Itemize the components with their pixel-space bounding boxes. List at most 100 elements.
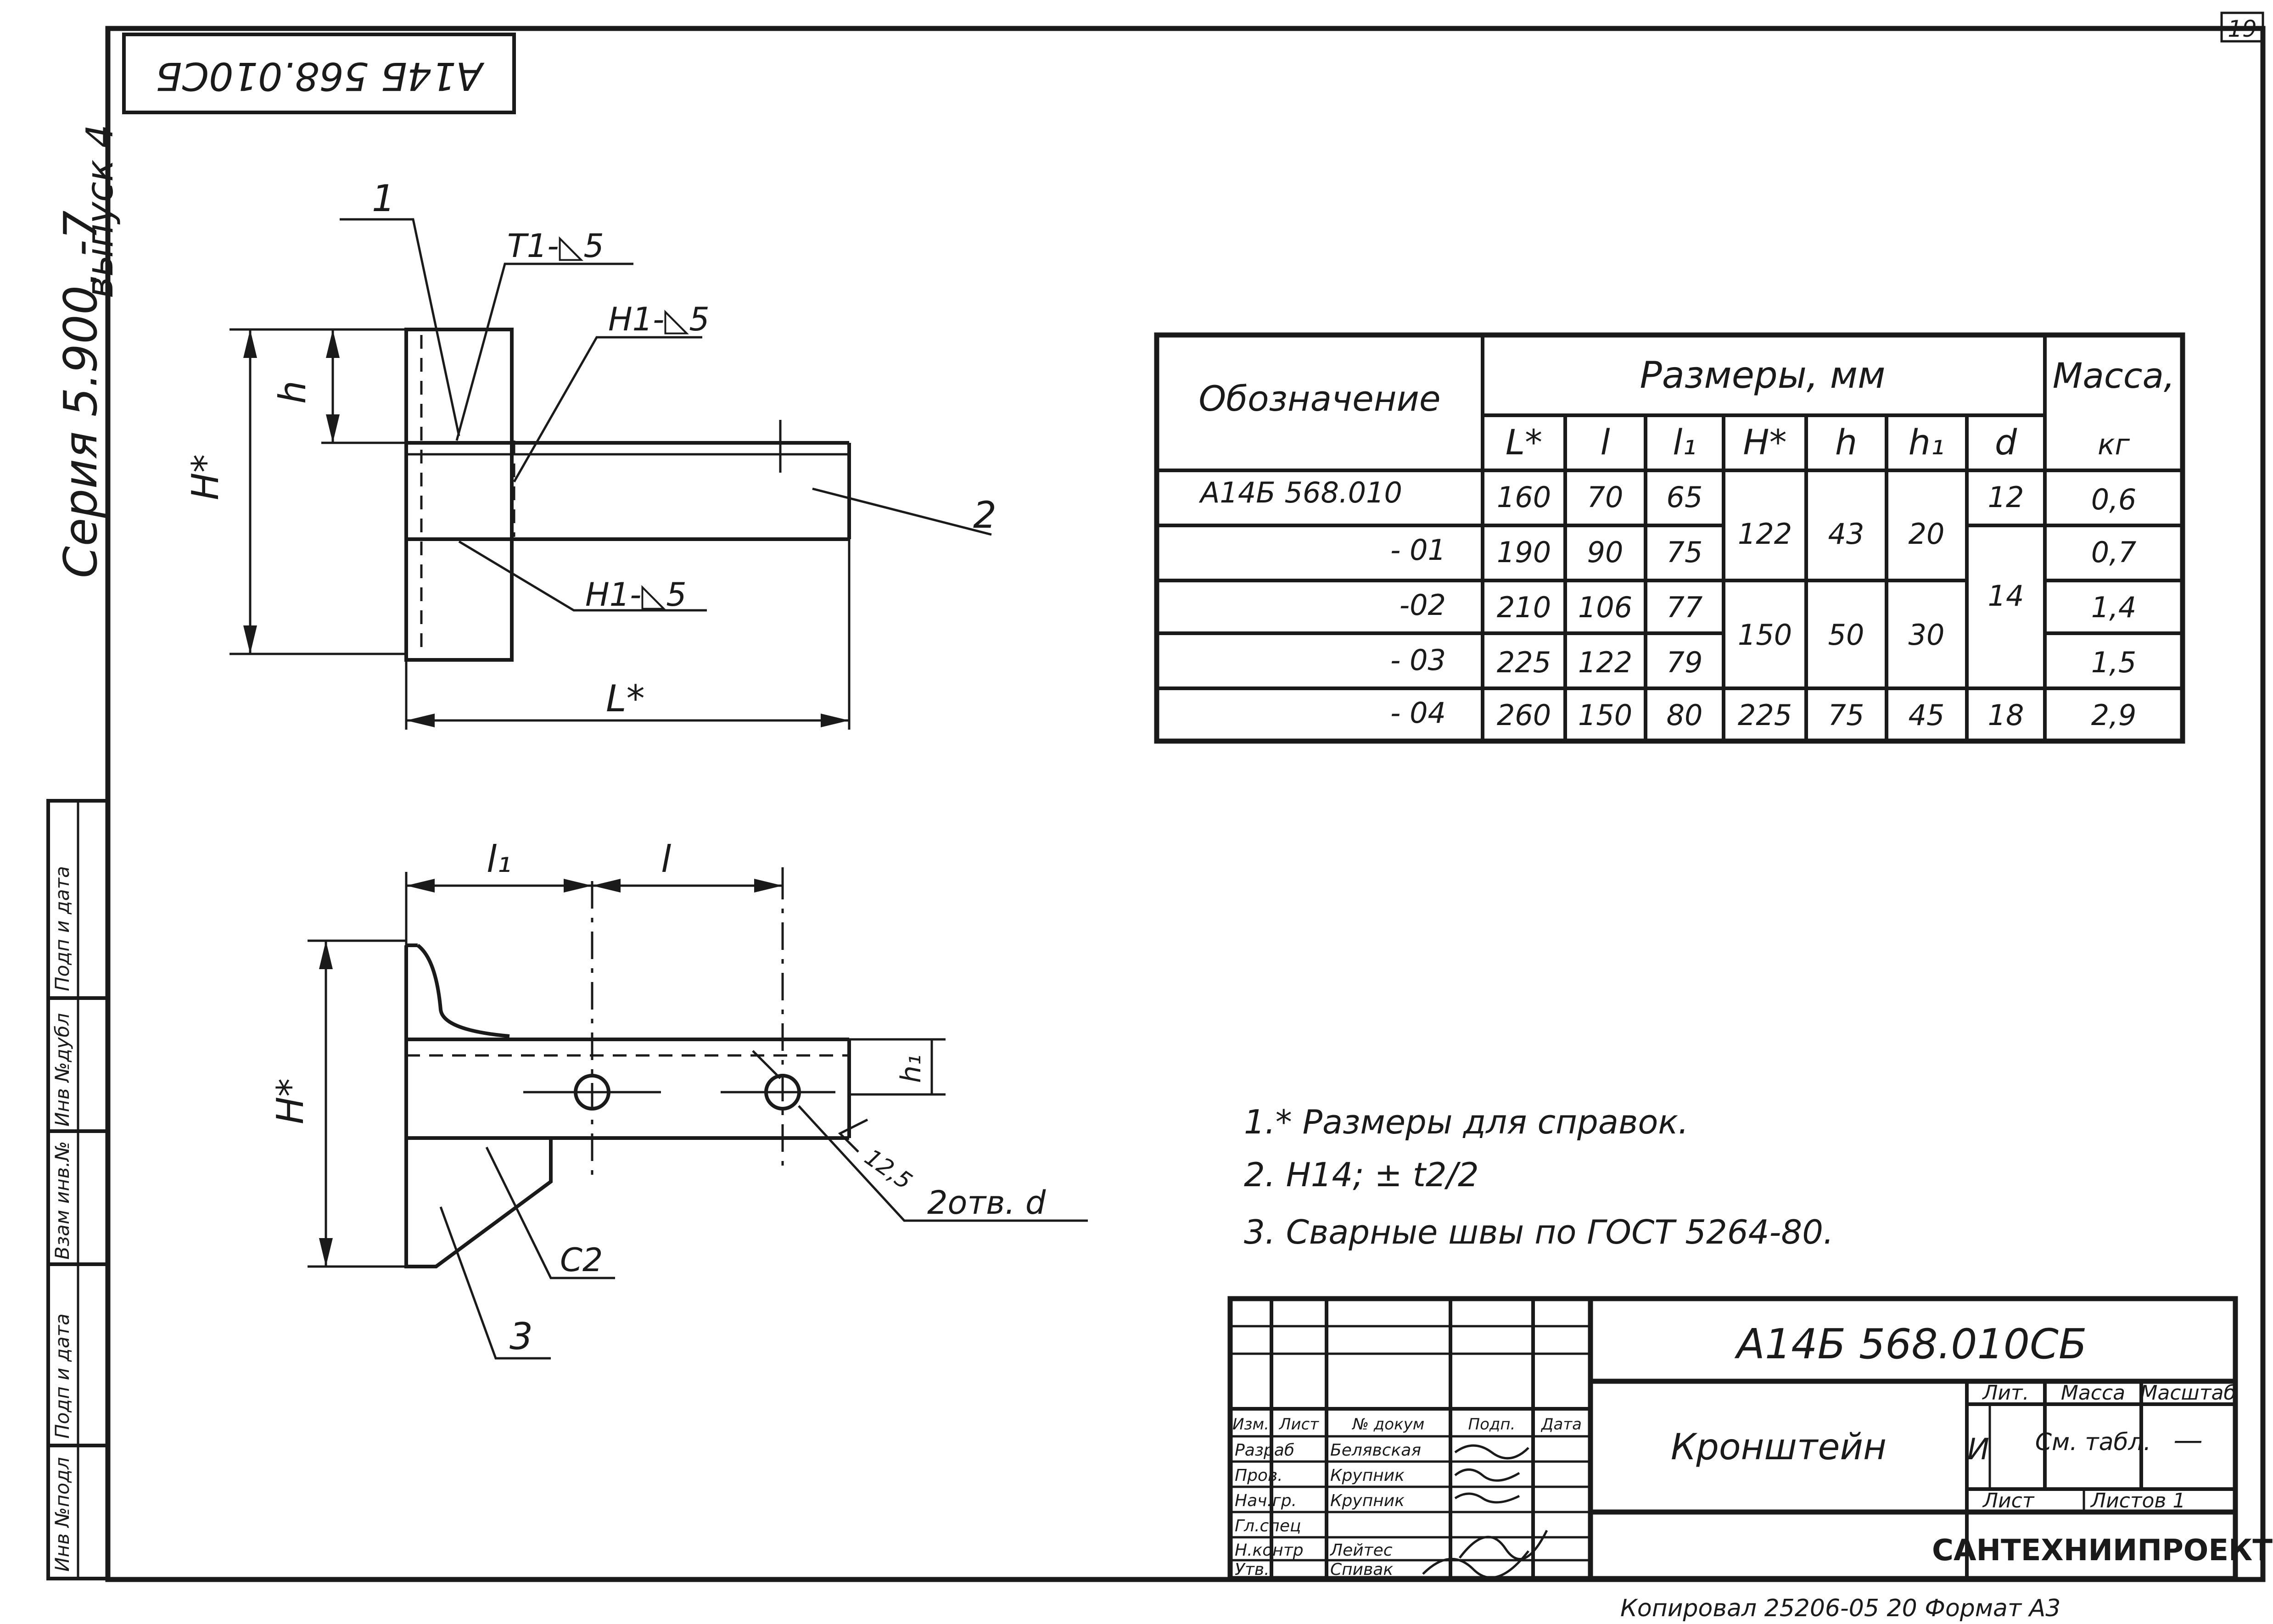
merged-d-a: 12 (1988, 480, 2024, 514)
col-head-h1: h₁ (1909, 422, 1945, 463)
stamp-replace-inv: Взам инв.№ (51, 1141, 73, 1260)
title-lit-value: И (1967, 1433, 1989, 1467)
row-L: 210 (1497, 591, 1551, 624)
merged-h-a: 43 (1828, 517, 1864, 551)
row-l1: 65 (1667, 480, 1703, 514)
row-mass: 2,9 (2091, 698, 2137, 732)
name-norm-control: Лейтес (1329, 1541, 1393, 1560)
footer-copy-format: Копировал 25206-05 20 Формат А3 (1620, 1595, 2060, 1622)
col-rev: Изм. (1232, 1415, 1269, 1434)
col-head-H: H* (1743, 422, 1786, 463)
row-code: -02 (1400, 588, 1446, 622)
merged-d-c: 18 (1988, 698, 2024, 732)
merged-h1-b: 30 (1909, 618, 1945, 652)
stamp-dup-inv: Инв №дубл (51, 1013, 73, 1127)
row-l: 106 (1578, 591, 1632, 624)
rotated-code: А14Б 568.010СБ (156, 54, 485, 99)
dim-h1: h₁ (895, 1055, 927, 1083)
holes-label: 2отв. d (927, 1184, 1046, 1222)
issue-label: выпуск 4 (78, 124, 121, 298)
col-head-l1: l₁ (1673, 422, 1696, 463)
col-head-h: h (1835, 422, 1857, 463)
row-l1: 79 (1667, 646, 1703, 679)
row-mass: 0,7 (2091, 536, 2137, 569)
table-row: А14Б 568.010 160 70 65 0,6 (1198, 476, 2136, 516)
stamp-sign-date-2: Подп и дата (51, 1313, 73, 1439)
title-lit-label: Лит. (1982, 1381, 2029, 1405)
dim-l1: l₁ (487, 838, 511, 881)
top-view-drawing (230, 218, 992, 730)
table-header-sizes: Размеры, мм (1640, 354, 1886, 396)
table-header-mass-unit: кг (2098, 428, 2130, 461)
dim-l: l (661, 838, 671, 881)
roughness-label: 12,5 (860, 1144, 917, 1194)
dim-L: L* (606, 677, 645, 720)
role-group-head: Нач.гр. (1235, 1491, 1297, 1510)
role-norm-control: Н.контр (1235, 1541, 1304, 1560)
table-row: - 04 260 150 80 2,9 (1390, 696, 2136, 732)
callout-3: 3 (509, 1315, 533, 1358)
title-block (1227, 1296, 2238, 1581)
note-3: 3. Сварные швы по ГОСТ 5264-80. (1244, 1213, 1834, 1251)
title-scale-value: — (2173, 1423, 2203, 1457)
merged-H-c: 225 (1738, 698, 1792, 732)
name-approver: Спивак (1330, 1560, 1393, 1579)
row-L: 160 (1497, 480, 1551, 514)
title-organization: САНТЕХНИИПРОЕКТ (1932, 1534, 2273, 1568)
row-mass: 0,6 (2091, 483, 2137, 516)
row-code: А14Б 568.010 (1198, 476, 1402, 509)
title-doc-code: А14Б 568.010СБ (1734, 1320, 2087, 1368)
row-l: 150 (1578, 698, 1632, 732)
dim-h: h (271, 380, 314, 404)
table-header-mass: Масса, (2053, 355, 2175, 396)
front-view-drawing (308, 867, 1088, 1360)
col-signature: Подп. (1468, 1415, 1516, 1434)
row-code: - 03 (1390, 643, 1446, 677)
role-checker: Пров. (1235, 1466, 1283, 1485)
role-approver: Утв. (1235, 1560, 1270, 1579)
name-group-head: Крупник (1330, 1491, 1405, 1510)
name-developer: Белявская (1330, 1441, 1421, 1460)
merged-h-c: 75 (1828, 698, 1864, 732)
title-item-name: Кронштейн (1671, 1427, 1887, 1468)
stamp-orig-inv: Инв №подл (51, 1457, 73, 1572)
row-l1: 77 (1667, 591, 1703, 624)
stamp-sign-date-1: Подп и дата (51, 866, 73, 991)
row-L: 190 (1497, 536, 1551, 569)
rotated-code-box (122, 33, 516, 114)
series-label: Серия 5.900. -7 (54, 211, 107, 578)
weld-c2-label: С2 (560, 1241, 603, 1279)
weld-label-top: Т1-◺5 (507, 227, 604, 265)
table-header-designation: Обозначение (1198, 378, 1440, 419)
role-developer: Разраб (1235, 1441, 1294, 1460)
col-sheet: Лист (1278, 1415, 1319, 1434)
callout-2: 2 (973, 494, 997, 536)
note-2: 2. Н14; ± t2/2 (1244, 1155, 1479, 1194)
title-sheet-label: Лист (1982, 1489, 2035, 1512)
col-doc-no: № докум (1352, 1415, 1425, 1434)
row-l: 122 (1578, 646, 1632, 679)
row-l1: 75 (1667, 536, 1703, 569)
merged-h-b: 50 (1828, 618, 1864, 652)
col-date: Дата (1540, 1415, 1582, 1434)
row-code: - 01 (1390, 533, 1446, 567)
side-stamp: Подп и дата Инв №дубл Взам инв.№ Подп и … (46, 799, 110, 1580)
dimensions-table (1154, 332, 2185, 744)
page-number-box (2220, 11, 2264, 43)
row-code: - 04 (1390, 696, 1446, 730)
page-number: 19 (2228, 16, 2257, 42)
col-head-d: d (1995, 422, 2017, 463)
row-l: 70 (1587, 480, 1624, 514)
merged-h1-c: 45 (1909, 698, 1945, 732)
title-mass-label: Масса (2061, 1381, 2125, 1405)
row-L: 225 (1497, 646, 1551, 679)
title-mass-value: См. табл. (2035, 1429, 2151, 1456)
row-L: 260 (1497, 698, 1551, 732)
title-scale-label: Масштаб (2140, 1381, 2236, 1405)
weld-label-bottom: Н1-◺5 (585, 576, 687, 614)
callout-1: 1 (372, 177, 395, 220)
note-1: 1.* Размеры для справок. (1244, 1103, 1689, 1141)
merged-d-b: 14 (1988, 579, 2024, 613)
col-head-l: l (1600, 422, 1610, 463)
